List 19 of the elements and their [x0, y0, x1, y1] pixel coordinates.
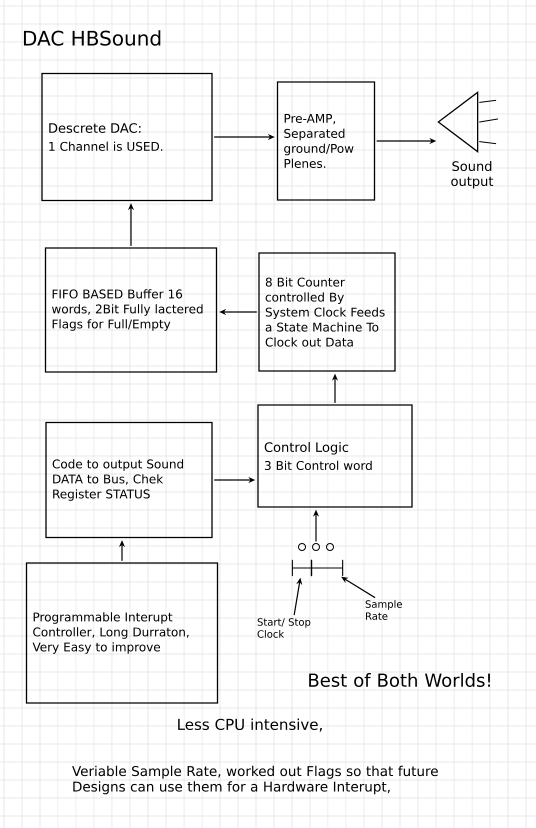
- note-text: Veriable Sample Rate, worked out Flags so that future Designs can use them for a Hardware Interupt,: [72, 766, 438, 794]
- process-box: Control Logic 3 Bit Control word: [257, 404, 413, 508]
- switch-symbol: [292, 560, 312, 576]
- process-box: 8 Bit Counter controlled By System Clock Feeds a State Machine To Clock out Data: [258, 252, 396, 372]
- bit-circle: [298, 543, 306, 551]
- caption-text: Sound output: [451, 160, 494, 189]
- process-box: Pre-AMP, Separated ground/Pow Plenes.: [276, 81, 376, 201]
- bit-circle: [326, 543, 334, 551]
- note-text: Less CPU intensive,: [178, 718, 322, 732]
- process-box: Programmable Interupt Controller, Long Durraton, Very Easy to improve: [26, 562, 218, 704]
- process-box: FIFO BASED Buffer 16 words, 2Bit Fully lactered Flags for Full/Empty: [44, 247, 218, 373]
- annotation-text: Sample Rate: [366, 600, 402, 620]
- annotation-text: Start/ Stop Clock: [258, 618, 310, 638]
- note-text: Best of Both Worlds!: [309, 673, 490, 687]
- title: DAC HBSound: [24, 30, 160, 46]
- process-box: Code to output Sound DATA to Bus, Chek Register STATUS: [45, 422, 213, 538]
- process-box: Descrete DAC: 1 Channel is USED.: [41, 72, 213, 202]
- bit-circle: [312, 543, 320, 551]
- switch-symbol: [310, 560, 344, 576]
